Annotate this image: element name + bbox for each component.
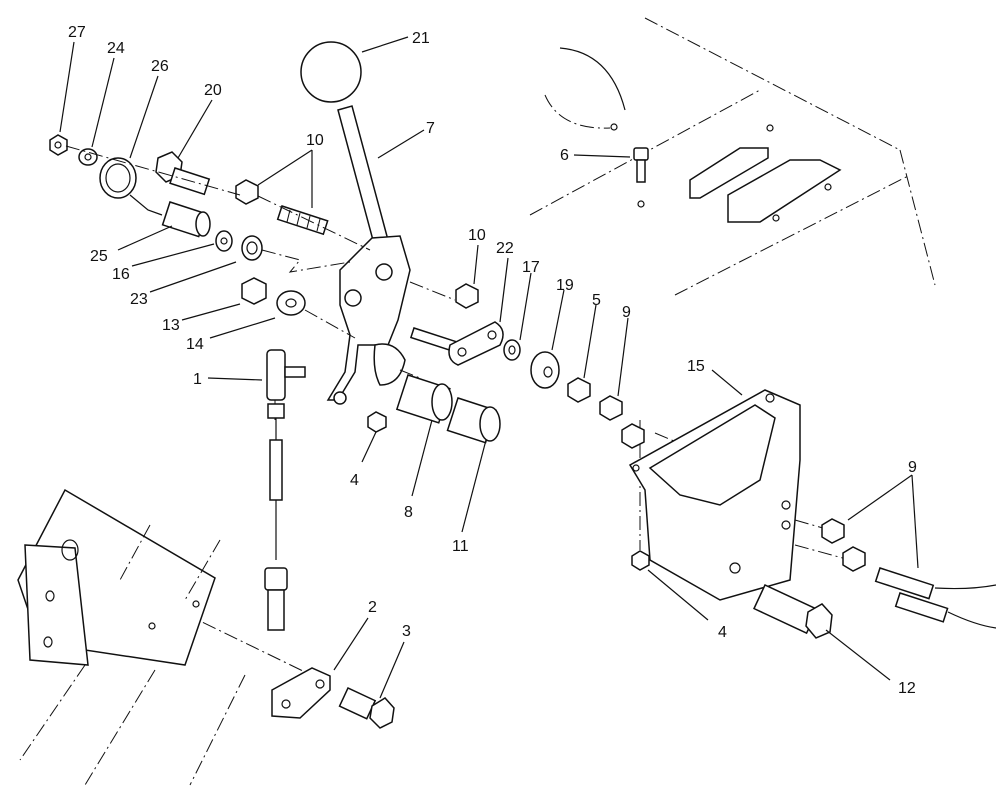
callout-22: 22 — [496, 240, 514, 257]
callout-3: 3 — [402, 623, 411, 640]
callout-10-upper: 10 — [306, 132, 324, 149]
washer-16 — [215, 230, 233, 252]
studs-10-upper — [235, 179, 329, 236]
callout-6: 6 — [560, 147, 569, 164]
callout-17: 17 — [522, 259, 540, 276]
callout-25: 25 — [90, 248, 108, 265]
callout-27: 27 — [68, 24, 86, 41]
callout-4-upper: 4 — [350, 472, 359, 489]
callout-15: 15 — [687, 358, 705, 375]
bolt-3 — [338, 687, 395, 729]
spacer-19 — [530, 351, 560, 389]
washer-14 — [276, 290, 306, 316]
nut-4-upper — [361, 411, 387, 463]
fender-outline — [529, 17, 936, 296]
bushing-11 — [446, 397, 501, 444]
nut-5 — [567, 377, 591, 403]
washer-17 — [503, 339, 521, 361]
bushing-25 — [161, 201, 211, 238]
shift-lever-7 — [326, 105, 425, 405]
callout-5: 5 — [592, 292, 601, 309]
nuts-9 — [599, 395, 866, 572]
callout-8: 8 — [404, 504, 413, 521]
assembly-lines — [65, 145, 851, 673]
callout-7: 7 — [426, 120, 435, 137]
bracket-15 — [628, 389, 801, 601]
nut-13 — [241, 277, 267, 305]
callout-9-upper: 9 — [622, 304, 631, 321]
callout-20: 20 — [204, 82, 222, 99]
nut-27 — [49, 134, 68, 156]
nut-4-lower — [631, 550, 650, 571]
callout-1: 1 — [193, 371, 202, 388]
clamp-2 — [271, 667, 331, 719]
callout-11: 11 — [452, 538, 469, 555]
bushing-8 — [395, 374, 453, 424]
ball-joint-1 — [264, 349, 306, 631]
link-22 — [409, 321, 504, 366]
cable-ends — [874, 567, 996, 629]
callouts: 27 24 26 20 21 10 7 6 25 16 23 13 14 10 … — [68, 24, 917, 697]
shift-knob-21 — [300, 36, 409, 103]
callout-9-lower: 9 — [908, 459, 917, 476]
spring-26 — [99, 157, 163, 216]
callout-26: 26 — [151, 58, 169, 75]
bolt-6 — [633, 147, 649, 208]
callout-14: 14 — [186, 336, 204, 353]
callout-24: 24 — [107, 40, 125, 57]
callout-4-lower: 4 — [718, 624, 727, 641]
callout-21: 21 — [412, 30, 430, 47]
nut-23 — [241, 235, 263, 261]
callout-16: 16 — [112, 266, 130, 283]
leader-lines — [59, 41, 919, 699]
mount-bracket — [17, 488, 246, 786]
callout-13: 13 — [162, 317, 180, 334]
callout-23: 23 — [130, 291, 148, 308]
nut-10-right — [455, 283, 479, 309]
bolt-12 — [753, 584, 833, 639]
callout-2: 2 — [368, 599, 377, 616]
callout-19: 19 — [556, 277, 574, 294]
callout-12: 12 — [898, 680, 916, 697]
washer-24 — [78, 148, 98, 166]
callout-10-right: 10 — [468, 227, 486, 244]
